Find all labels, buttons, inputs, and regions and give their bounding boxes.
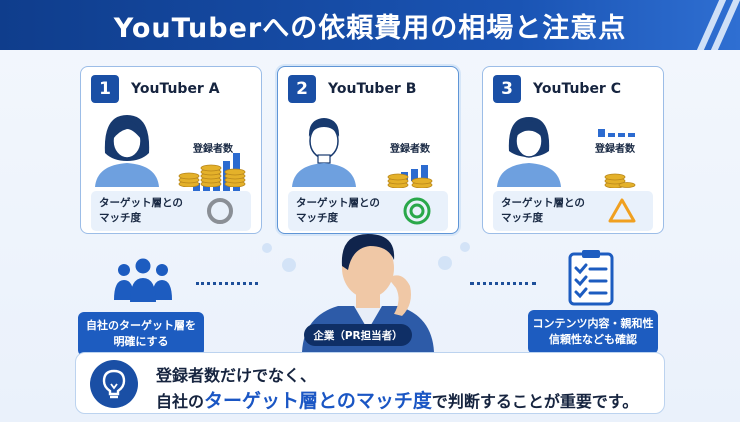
corporate-pr-label: 企業（PR担当者） [304, 324, 412, 346]
card-number: 2 [288, 75, 316, 103]
message-line1: 登録者数だけでなく、 [156, 366, 317, 385]
coins-icon [387, 173, 433, 188]
subscribers-label: 登録者数 [595, 144, 635, 155]
left-box-line2: 明確にする [113, 335, 169, 348]
match-label: ターゲット層とのマッチ度 [501, 197, 585, 224]
right-box-line1: コンテンツ内容・親和性 [532, 317, 654, 330]
card-title: YouTuber A [131, 81, 220, 97]
key-message-box: 登録者数だけでなく、 自社のターゲット層とのマッチ度で判断することが重要です。 [75, 352, 665, 414]
youtuber-card-c: 3 YouTuber C 登録者数 ターゲット層とのマッチ度 [482, 66, 664, 234]
thought-bubble [460, 242, 470, 252]
triangle-icon [608, 198, 636, 223]
message-highlight: ターゲット層とのマッチ度 [204, 390, 432, 412]
woman-avatar-icon [95, 115, 159, 187]
dotted-connector [196, 282, 258, 285]
left-box-line1: 自社のターゲット層を [86, 319, 196, 332]
thought-bubble [282, 258, 296, 272]
message-line2: 自社のターゲット層とのマッチ度で判断することが重要です。 [156, 390, 639, 412]
subscribers-label: 登録者数 [193, 144, 233, 155]
people-group-icon [114, 258, 172, 302]
match-box: ターゲット層とのマッチ度 [91, 191, 251, 231]
match-box: ターゲット層とのマッチ度 [288, 191, 448, 231]
youtuber-card-a: 1 YouTuber A 登録者数 ターゲット層とのマッチ度 [80, 66, 262, 234]
lightbulb-icon [90, 360, 138, 408]
subscribers-label: 登録者数 [390, 144, 430, 155]
card-title: YouTuber B [328, 81, 417, 97]
card-title: YouTuber C [533, 81, 621, 97]
subscriber-bars [598, 129, 635, 137]
circle-icon [207, 198, 233, 224]
thought-bubble [438, 256, 452, 270]
coins-icon [178, 164, 246, 187]
match-box: ターゲット層とのマッチ度 [493, 191, 653, 231]
man-avatar-icon [292, 118, 356, 187]
target-group-box: 自社のターゲット層を 明確にする [78, 312, 204, 356]
woman-avatar-icon [497, 117, 561, 187]
content-check-box: コンテンツ内容・親和性 信頼性なども確認 [528, 310, 658, 354]
checklist-icon [568, 250, 614, 306]
match-label: ターゲット層とのマッチ度 [296, 197, 380, 224]
coins-icon [604, 173, 636, 188]
match-label: ターゲット層とのマッチ度 [99, 197, 183, 224]
thought-bubble [262, 243, 272, 253]
dotted-connector [470, 282, 536, 285]
page-title: YouTuberへの依頼費用の相場と注意点 [113, 12, 627, 44]
card-number: 3 [493, 75, 521, 103]
double-circle-icon [403, 197, 431, 225]
title-banner: YouTuberへの依頼費用の相場と注意点 [0, 0, 740, 50]
youtuber-card-b: 2 YouTuber B 登録者数 ターゲット層とのマッチ度 [277, 66, 459, 234]
right-box-line2: 信頼性なども確認 [549, 333, 637, 346]
card-number: 1 [91, 75, 119, 103]
